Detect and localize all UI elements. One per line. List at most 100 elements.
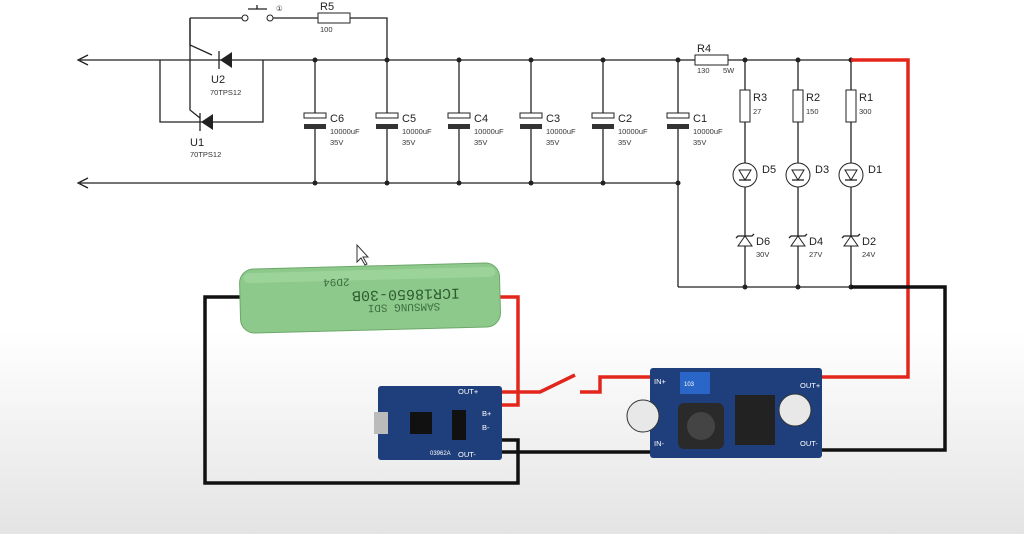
svg-text:OUT+: OUT+ [800,381,821,390]
push-button-icon [241,5,274,22]
bottom-rail [76,177,851,288]
branch-led: D1 [868,164,882,176]
resistor [792,89,804,123]
positive-output-wire [820,58,910,379]
branch-r: R2 [806,92,820,104]
battery-positive-wire [498,295,520,407]
branch-led: D3 [815,164,829,176]
output-capacitor [778,393,812,427]
resistor [845,89,857,123]
charger-chip-label: 03962A [430,451,451,457]
mouse-cursor-icon [356,243,370,266]
capacitor-voltage: 35V [693,138,706,147]
resistor-r5 [317,12,351,24]
branch-zv: 27V [809,250,822,259]
charger-b-minus: B- [482,423,490,432]
resistor-r4: R4 130 5W [694,43,735,75]
usb-port [374,412,388,434]
capacitor-voltage: 35V [474,138,487,147]
branch-z: D4 [809,236,823,248]
thyristor-u2-icon [218,51,232,69]
svg-text:R4: R4 [697,43,711,55]
branch-r: R3 [753,92,767,104]
top-rail [76,54,851,66]
led-icon [785,162,811,188]
u2-label: U2 [211,74,225,86]
capacitor-value: 10000uF [474,127,504,136]
branch-r: R1 [859,92,873,104]
branch-rv: 300 [859,107,872,116]
capacitor-voltage: 35V [618,138,631,147]
branch-led: D5 [762,164,776,176]
svg-text:IN-: IN- [654,439,665,448]
capacitor-value: 10000uF [618,127,648,136]
battery-brand: SAMSUNG SDI [367,299,440,313]
capacitor-value: 10000uF [402,127,432,136]
svg-text:130: 130 [697,66,710,75]
battery-18650: ICR18650-30B SAMSUNG SDI 2D94 [239,262,501,334]
zener-icon [737,235,753,247]
led-icon [732,162,758,188]
input-capacitor [626,399,660,433]
capacitor-c5: C5 10000uF 35V [375,57,432,186]
capacitor-c3: C3 10000uF 35V [519,57,576,186]
capacitor-ref: C5 [402,113,416,125]
charger-out-plus: OUT+ [458,387,479,396]
capacitor-value: 10000uF [330,127,360,136]
capacitor-value: 10000uF [546,127,576,136]
capacitor-c1: C1 10000uF 35V [666,57,723,186]
negative-output-wire [820,285,947,452]
capacitor-ref: C3 [546,113,560,125]
zener-icon [843,235,859,247]
button-mark: ① [276,4,283,13]
battery-code: 2D94 [323,275,350,288]
lm2596-converter-board: 103 IN+ IN- OUT+ OUT- [626,368,822,458]
capacitor-voltage: 35V [330,138,343,147]
charger-b-plus: B+ [482,409,492,418]
svg-text:103: 103 [684,382,695,388]
battery-negative-wire [203,295,520,485]
branch-zv: 30V [756,250,769,259]
r5-label: R5 [320,1,334,13]
capacitor-ref: C6 [330,113,344,125]
resistor [739,89,751,123]
battery-model: ICR18650-30B [352,284,460,304]
capacitor-value: 10000uF [693,127,723,136]
branch-rv: 27 [753,107,761,116]
capacitor-ref: C1 [693,113,707,125]
led-icon [838,162,864,188]
capacitor-ref: C2 [618,113,632,125]
branch-rv: 150 [806,107,819,116]
charger-out-wire [500,373,576,394]
capacitor-voltage: 35V [402,138,415,147]
zener-icon [790,235,806,247]
u2-part: 70TPS12 [210,88,241,97]
u1-label: U1 [190,137,204,149]
thyristor-block: ① R5 100 U2 70TPS12 U1 70TPS12 [159,1,388,159]
svg-text:OUT-: OUT- [800,439,818,448]
r5-value: 100 [320,25,333,34]
branch-zv: 24V [862,250,875,259]
capacitor-ref: C4 [474,113,488,125]
charger-out-minus: OUT- [458,450,476,459]
u1-part: 70TPS12 [190,150,221,159]
branch-z: D2 [862,236,876,248]
capacitor-c6: C6 10000uF 35V [303,57,360,186]
capacitor-c2: C2 10000uF 35V [591,57,648,186]
svg-text:IN+: IN+ [654,377,667,386]
tp4056-charger-board: OUT+ B+ B- OUT- 03962A [374,386,502,460]
thyristor-u1-icon [199,113,213,131]
branch-z: D6 [756,236,770,248]
potentiometer [680,372,710,394]
converter-in-wire [580,375,655,394]
regulator-ic [735,395,775,445]
charger-ic [410,412,432,434]
svg-text:5W: 5W [723,66,735,75]
capacitor-voltage: 35V [546,138,559,147]
capacitor-c4: C4 10000uF 35V [447,57,504,186]
